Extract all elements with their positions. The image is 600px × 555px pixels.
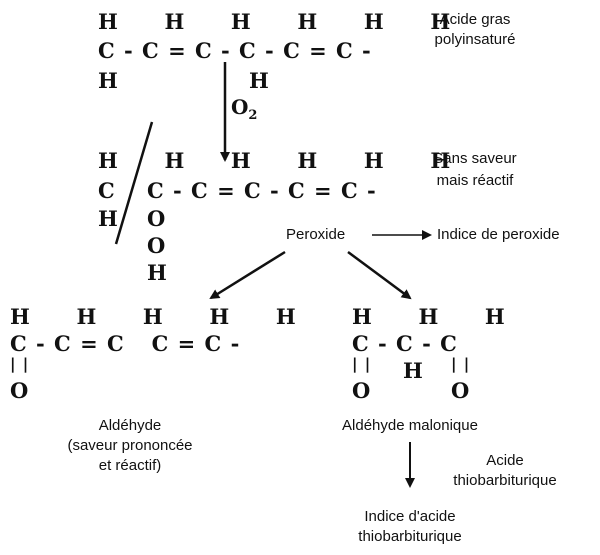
cleavage-line xyxy=(114,121,154,245)
oxygen-reagent: O2 xyxy=(231,97,257,122)
tba-reagent-label-1: Acide xyxy=(486,452,524,469)
malonic-h-top: H H H xyxy=(352,304,505,329)
aldehyde-chain: C - C = C C = C - xyxy=(10,331,240,356)
malonic-double-bond-right: | | xyxy=(451,355,472,373)
malonic-label: Aldéhyde malonique xyxy=(342,417,478,434)
peroxide-molecule-label-1: Sans saveur xyxy=(433,150,517,167)
tba-index-label-1: Indice d'acide xyxy=(364,508,456,525)
peroxide-molecule-chain-start: C xyxy=(98,178,115,203)
peroxide-to-aldehyde-arrow xyxy=(209,250,286,300)
peroxide-molecule-h-end: H xyxy=(147,260,167,285)
aldehyde-double-bond: | | xyxy=(10,355,31,373)
aldehyde-label-2: (saveur prononcée xyxy=(67,437,193,454)
oxygen-reagent-symbol: O xyxy=(231,95,249,119)
peroxide-molecule-h-top: H H H H H H xyxy=(98,148,451,173)
peroxide-molecule-o2: O xyxy=(147,233,166,258)
aldehyde-oxygen: O xyxy=(10,378,29,403)
fatty-acid-chain: C - C = C - C - C = C - xyxy=(98,38,371,63)
aldehyde-h-top: H H H H H xyxy=(10,304,296,329)
fatty-acid-h-bottom-left: H xyxy=(98,68,118,93)
malonic-o-right: O xyxy=(451,378,470,403)
malonic-chain: C - C - C xyxy=(352,331,457,356)
peroxide-index-label: Indice de peroxide xyxy=(437,226,560,243)
fatty-acid-h-bottom-right: H xyxy=(249,68,269,93)
tba-reagent-label-2: thiobarbiturique xyxy=(453,472,557,489)
fatty-acid-h-top: H H H H H H xyxy=(98,9,451,34)
peroxide-to-malonic-arrow xyxy=(347,250,412,300)
aldehyde-label-1: Aldéhyde xyxy=(98,417,162,434)
aldehyde-label-3: et réactif) xyxy=(98,457,162,474)
tba-index-label-2: thiobarbiturique xyxy=(358,528,462,545)
peroxide-node-label: Peroxide xyxy=(286,226,346,243)
malonic-o-left: O xyxy=(352,378,371,403)
peroxide-molecule-chain: C - C = C - C = C - xyxy=(147,178,376,203)
oxygen-reagent-subscript: 2 xyxy=(248,108,258,123)
peroxide-molecule-o1: O xyxy=(147,206,166,231)
fatty-acid-label-1: Acide gras xyxy=(439,11,511,28)
fatty-acid-label-2: polyinsaturé xyxy=(434,31,516,48)
malonic-double-bond-left: | | xyxy=(352,355,373,373)
peroxide-molecule-label-2: mais réactif xyxy=(436,172,514,189)
malonic-h-mid: H xyxy=(403,358,423,383)
peroxide-molecule-h-left: H xyxy=(98,206,118,231)
